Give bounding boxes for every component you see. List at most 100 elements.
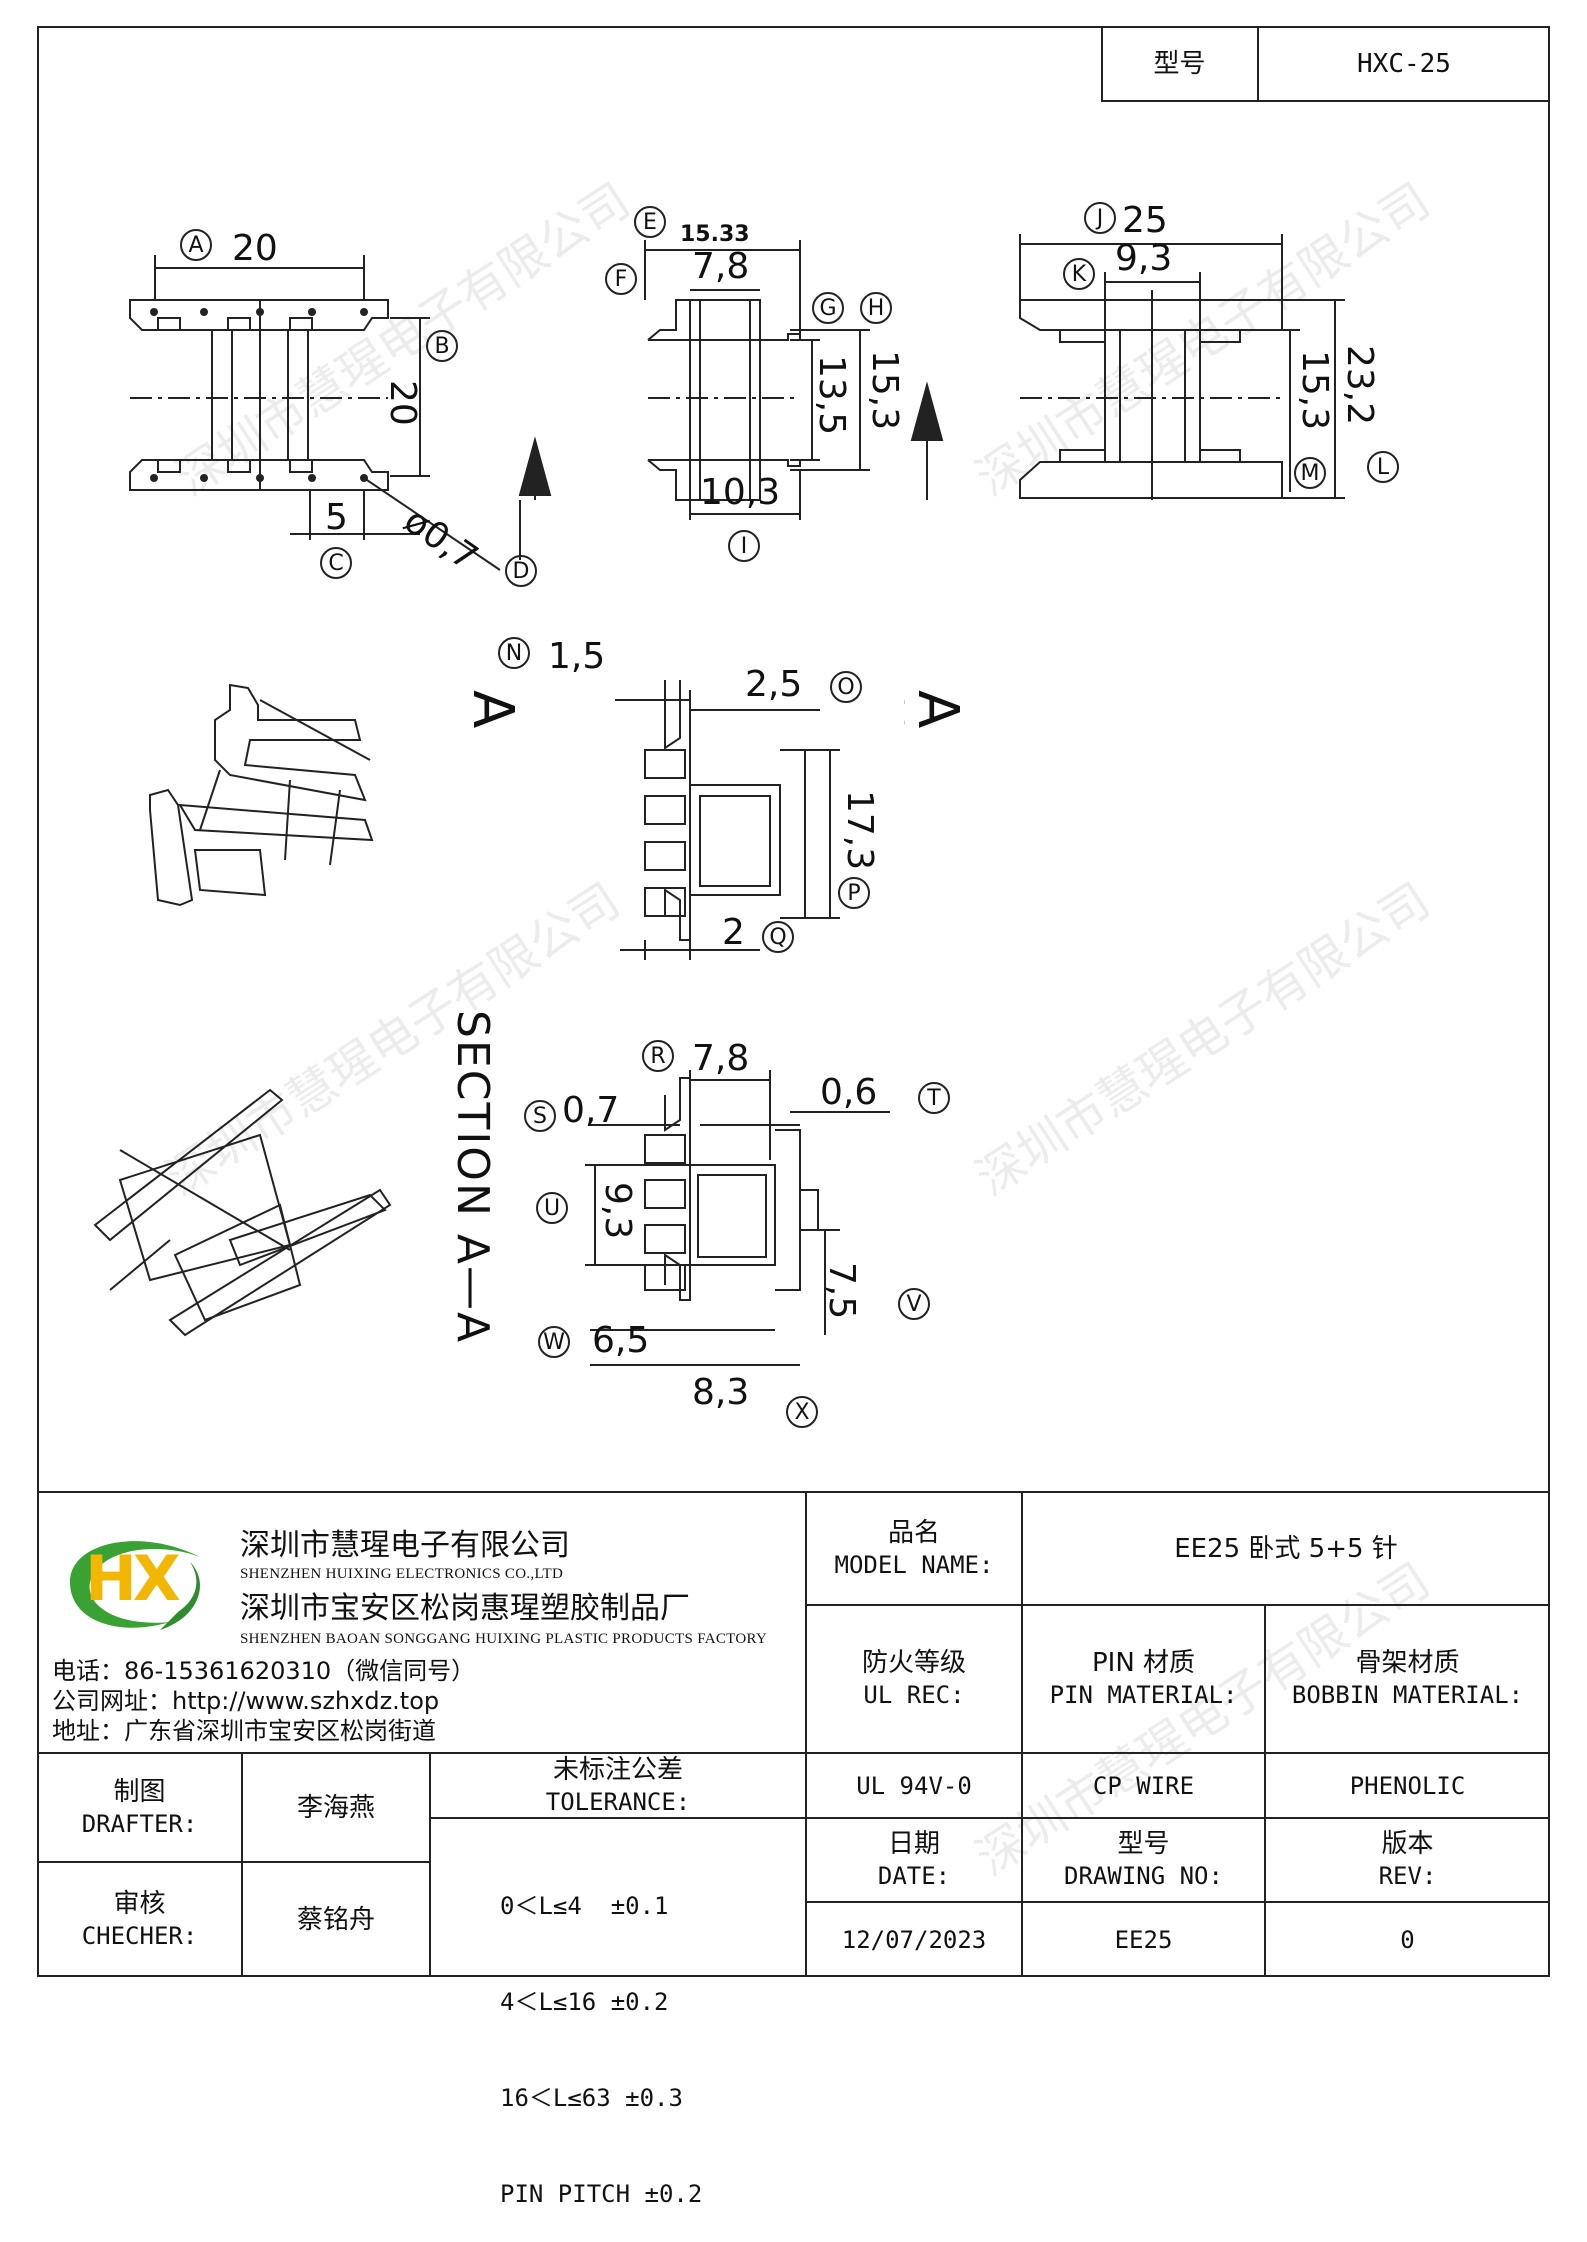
company-name-cn: 深圳市慧瑆电子有限公司 [240,1528,570,1563]
checker-cn: 审核 [113,1888,166,1919]
bobbin-material-value: PHENOLIC [1349,1771,1466,1800]
callout-h: H [860,292,892,324]
callout-r: R [642,1040,674,1072]
date-label: 日期 DATE: [806,1818,1022,1902]
drawing-no-cn: 型号 [1117,1829,1170,1859]
company-names: 深圳市慧瑆电子有限公司 SHENZHEN HUIXING ELECTRONICS… [240,1520,767,1648]
checker-value: 蔡铭舟 [296,1904,375,1935]
dim-i-value: 10,3 [700,472,781,513]
model-name-en: MODEL NAME: [834,1550,994,1579]
callout-i: I [728,530,760,562]
callout-x: X [786,1396,818,1428]
date-cn: 日期 [887,1829,940,1859]
dim-a-value: 20 [232,228,278,269]
bobbin-material-en: BOBBIN MATERIAL: [1291,1681,1524,1709]
drafter-label: 制图 DRAFTER: [37,1753,242,1862]
dim-n-value: 1,5 [548,636,606,677]
tolerance-en: TOLERANCE: [545,1787,691,1816]
dim-l-value: 23,2 [1339,345,1380,426]
drawing-sheet [37,26,1550,1977]
factory-name-en: SHENZHEN BAOAN SONGGANG HUIXING PLASTIC … [240,1631,768,1647]
dim-c-value: 5 [325,497,348,538]
company-name-en: SHENZHEN HUIXING ELECTRONICS CO.,LTD [240,1566,564,1582]
model-name-label: 品名 MODEL NAME: [806,1492,1022,1605]
callout-w: W [538,1326,570,1358]
tolerance-label: 未标注公差 TOLERANCE: [430,1753,806,1818]
dim-k-value: 9,3 [1115,238,1173,279]
side-view [644,240,944,520]
dim-r-value: 7,8 [692,1038,750,1079]
company-phone: 电话：86-15361620310（微信同号） [52,1657,476,1685]
header-model-box [1101,26,1550,102]
callout-u: U [536,1192,568,1224]
rev-en: REV: [1378,1862,1437,1890]
callout-e: E [634,206,666,238]
date-en: DATE: [877,1862,951,1890]
rev-label: 版本 REV: [1265,1818,1550,1902]
rev-value: 0 [1400,1925,1415,1954]
checker-label: 审核 CHECHER: [37,1862,242,1977]
isometric-view-bottom [93,1088,392,1337]
dim-e-value: 15.33 [680,222,750,247]
logo-text: HX [85,1542,181,1615]
header-divider [1257,26,1259,102]
drawing-no-en: DRAWING NO: [1064,1862,1223,1890]
callout-b: B [426,330,458,362]
tolerance-table: 0＜L≤4 ±0.1 4＜L≤16 ±0.2 16＜L≤63 ±0.3 PIN … [500,1826,702,2242]
callout-j: J [1084,202,1116,234]
bobbin-material-label: 骨架材质 BOBBIN MATERIAL: [1265,1605,1550,1753]
company-address: 地址：广东省深圳市宝安区松岗街道 [52,1717,436,1745]
tolerance-line: 4＜L≤16 ±0.2 [500,1988,669,2016]
callout-g: G [812,292,844,324]
date-value: 12/07/2023 [841,1925,987,1954]
rev-cn: 版本 [1381,1829,1434,1859]
callout-k: K [1063,258,1095,290]
drafter-value: 李海燕 [296,1792,375,1823]
company-contact: 电话：86-15361620310（微信同号） 公司网址：http://www.… [52,1656,475,1746]
dim-s-value: 0,7 [562,1090,620,1131]
ul-cn: 防火等级 [861,1648,966,1678]
pin-material-en: PIN MATERIAL: [1049,1681,1238,1709]
dim-j-value: 25 [1122,200,1168,241]
callout-p: P [838,877,870,909]
callout-d: D [505,555,537,587]
dim-b-value: 20 [382,380,423,426]
callout-n: N [498,637,530,669]
section-mark-left: A [460,690,525,729]
front-view [129,255,552,571]
dim-u-value: 9,3 [597,1182,638,1240]
callout-f: F [605,263,637,295]
section-title: SECTION A—A [447,1010,498,1345]
logo-swoosh-icon [70,1541,200,1630]
model-name-value: EE25 卧式 5+5 针 [1174,1533,1398,1564]
isometric-view-top [149,683,374,907]
drafter-en: DRAFTER: [81,1809,198,1838]
dim-o-value: 2,5 [745,664,803,705]
checker-en: CHECHER: [81,1921,198,1950]
callout-l: L [1367,451,1399,483]
pin-material-value: CP WIRE [1092,1771,1195,1800]
pin-material-cn: PIN 材质 [1091,1648,1196,1678]
tolerance-cn: 未标注公差 [552,1754,683,1785]
dim-w-value: 6,5 [592,1320,650,1361]
callout-v: V [898,1288,930,1320]
technical-drawing: A A [93,234,1345,1366]
dim-f-value: 7,8 [692,246,750,287]
callout-c: C [320,547,352,579]
pin-material-label: PIN 材质 PIN MATERIAL: [1022,1605,1265,1753]
drawing-no-value: EE25 [1114,1925,1173,1954]
bobbin-material-cn: 骨架材质 [1355,1648,1460,1678]
factory-name-cn: 深圳市宝安区松岗惠瑆塑胶制品厂 [240,1591,690,1626]
drafter-cn: 制图 [113,1776,166,1807]
dim-v-value: 7,5 [821,1262,862,1320]
company-website: 公司网址：http://www.szhxdz.top [52,1687,440,1715]
callout-a: A [180,229,212,261]
header-model-label: 型号 [1153,49,1206,79]
dim-x-value: 8,3 [692,1372,750,1413]
callout-q: Q [762,921,794,953]
callout-m: M [1294,457,1326,489]
dim-h-value: 15,3 [864,350,905,431]
company-logo: HX [50,1522,220,1642]
ul-label: 防火等级 UL REC: [806,1605,1022,1753]
ul-en: UL REC: [863,1681,965,1709]
